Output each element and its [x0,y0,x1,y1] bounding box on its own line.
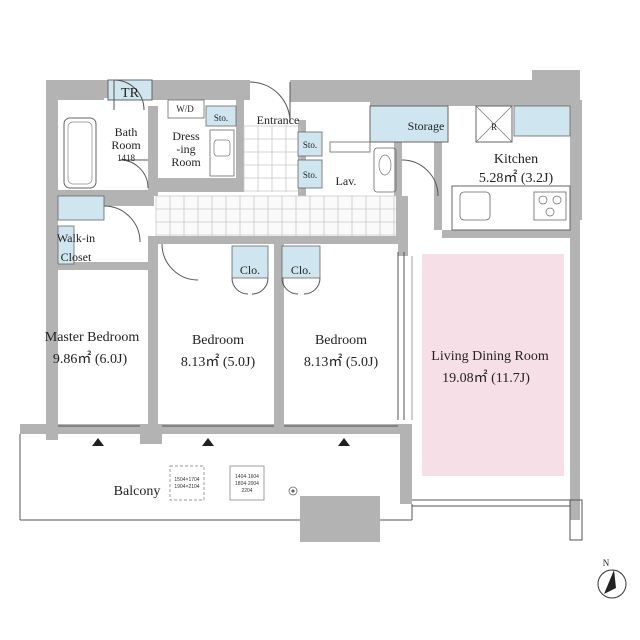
north-arrow-icon [604,570,616,594]
windows [58,425,570,507]
living-dining-area-label: 19.08㎡ (11.7J) [442,370,530,386]
closet-2-label: Clo. [291,263,311,277]
master-bedroom-area: 9.86㎡ (6.0J) [53,351,128,367]
fixtures [63,99,571,496]
unit-box-2 [229,465,265,501]
dressing-counter [209,129,235,177]
compass-ring [597,569,627,599]
interior-walls [58,100,570,426]
kitchen-area: 5.28㎡ (3.2J) [479,170,554,186]
unit-box-2-note-2: 1804·2004 [235,481,259,487]
lav-counter [329,141,371,153]
labels: TR Bath Room 1418 W/D Dress -ing Room St… [45,86,554,499]
closet-1-label: Clo. [240,263,260,277]
stove [533,191,567,221]
bedroom-1-area: 8.13㎡ (5.0J) [181,354,256,370]
sto-dressing-label: Sto. [214,113,228,123]
doors [103,79,439,295]
bath-label-3: 1418 [117,153,136,163]
storage-room [369,105,449,143]
unit-box-1-note-1: 1504×1704 [174,477,199,483]
dressing-label-3: Room [171,155,201,169]
unit-box-1 [169,465,205,501]
closet-shelf-top [57,195,105,221]
sto-entry-lower [297,159,323,189]
master-bedroom-name: Master Bedroom [45,330,140,345]
living-dining-name: Living Dining Room [431,349,549,364]
entrance-label: Entrance [257,113,300,127]
refrigerator-label: R [491,122,497,132]
tr-box [107,79,153,101]
closet-2 [281,245,321,279]
bedroom-2-name: Bedroom [315,333,367,348]
sliding-partition [397,252,413,420]
sto-entry-lower-label: Sto. [303,170,317,180]
unit-box-1-note-2: 1904×2104 [174,484,199,490]
bedroom-2-area: 8.13㎡ (5.0J) [304,354,379,370]
drain [288,486,298,496]
dressing-label-1: Dress [172,129,200,143]
unit-box-2-note-1: 1404·1604 [235,474,259,480]
sto-dressing [205,105,237,127]
sink [459,191,491,221]
bath-label-1: Bath [115,125,138,139]
dressing-label-2: -ing [176,142,195,156]
wd-label: W/D [176,104,194,114]
kitchen-counter [451,185,571,231]
storage-label: Storage [408,119,445,133]
room-fills [57,79,571,476]
bedroom-1-name: Bedroom [192,333,244,348]
living-dining-area [422,254,564,476]
exterior-walls [20,70,582,542]
tr-label: TR [121,86,140,101]
bath-label-2: Room [111,138,141,152]
compass-label: N [603,558,610,568]
lav-label: Lav. [336,174,357,188]
kitchen-name: Kitchen [494,152,538,167]
north-compass: N [597,558,627,599]
balcony-label: Balcony [114,484,161,499]
closet-1 [231,245,269,279]
kitchen-shelf [513,105,571,137]
balcony [19,434,583,541]
sto-entry-upper-label: Sto. [303,140,317,150]
washer-space [167,99,205,119]
walk-in-closet-label-1: Walk-in [57,231,95,245]
closet-shelf-side [57,225,75,265]
hall-tiles [155,125,396,236]
bathtub [63,117,97,189]
walk-in-closet-label-2: Closet [61,250,92,264]
sto-entry-upper [297,131,323,157]
unit-box-2-note-3: 2204 [241,488,252,494]
toilet [373,147,397,193]
